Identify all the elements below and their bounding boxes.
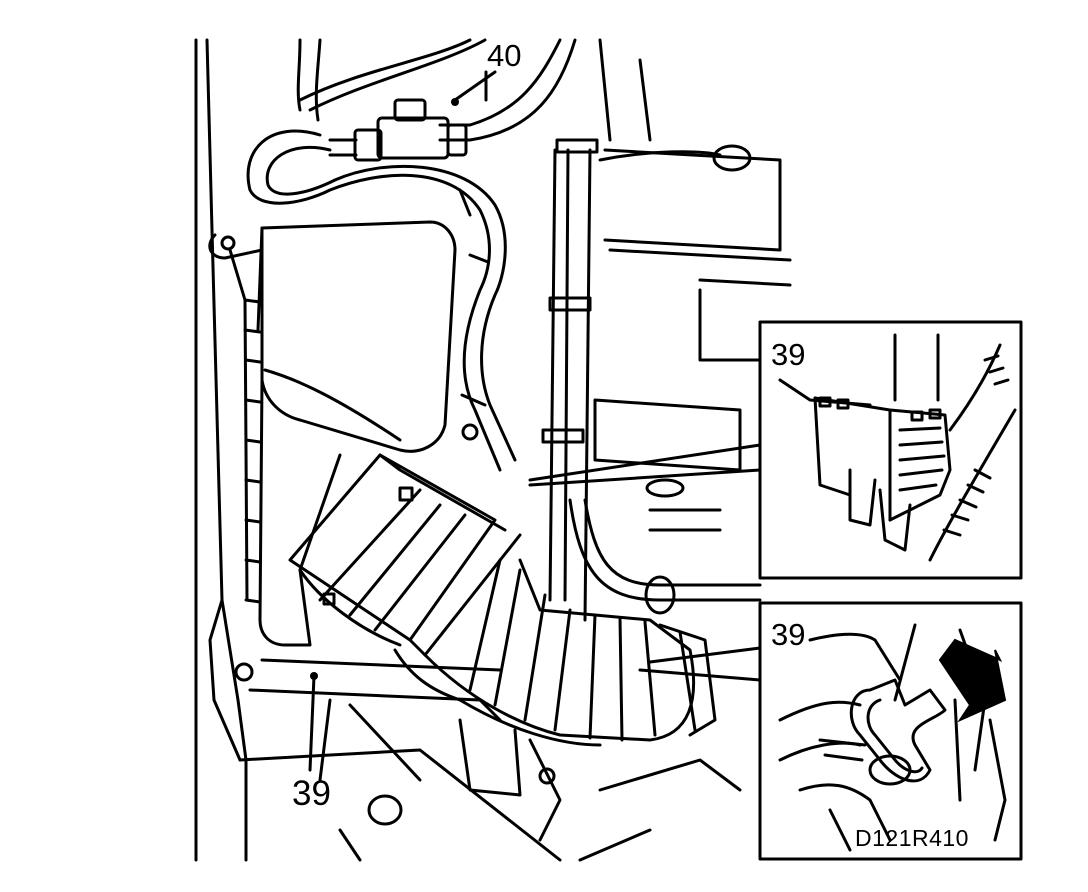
right-structure (541, 138, 792, 622)
leader-dots (310, 98, 459, 680)
inset-clip-detail (758, 601, 1023, 861)
valve-assembly (328, 98, 468, 162)
callout-39-clip-inset: 39 (771, 617, 806, 652)
lower-engine-parts (238, 658, 742, 862)
leader-lines (308, 70, 762, 772)
lower-pipes (568, 478, 762, 615)
callout-40: 40 (487, 38, 522, 73)
upper-hoses (296, 38, 652, 142)
housing-ribs (243, 298, 262, 604)
inset-connector-detail (758, 320, 1023, 580)
callout-39-connector-inset: 39 (771, 337, 806, 372)
left-fender-panel (194, 38, 249, 862)
breather-hose (246, 129, 517, 472)
air-filter-housing (208, 220, 479, 682)
callout-39-main: 39 (292, 774, 331, 813)
figure-code: D121R410 (855, 825, 969, 851)
direction-arrow-icon (938, 638, 1007, 723)
